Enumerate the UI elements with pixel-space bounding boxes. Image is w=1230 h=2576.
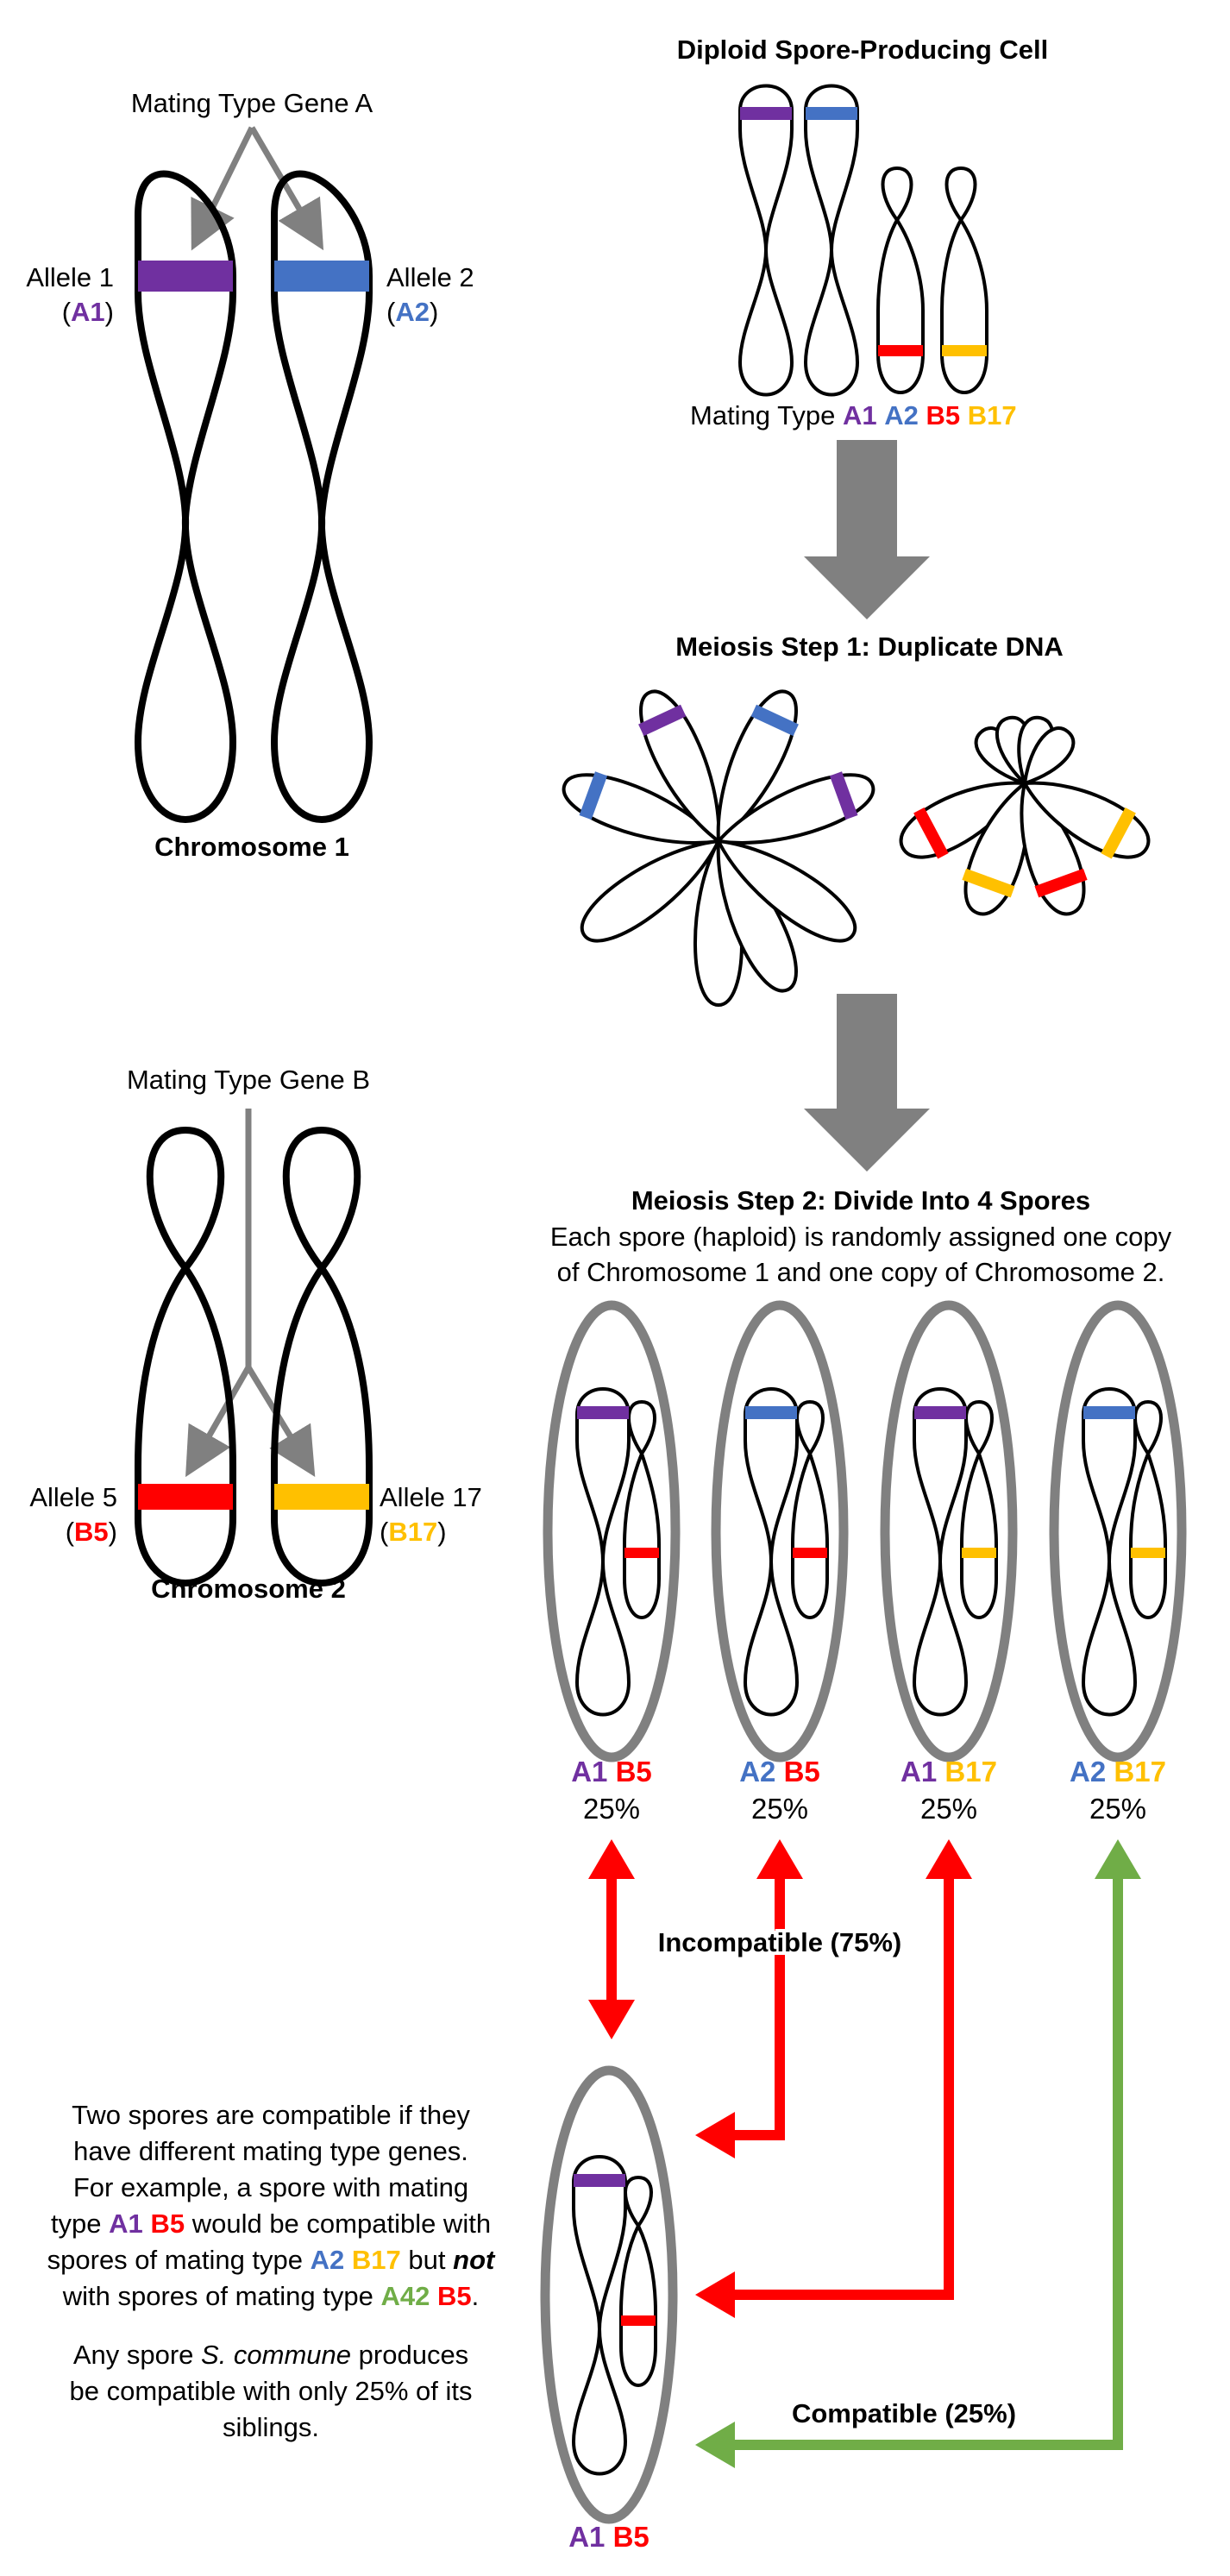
explanation-line-7: Any spore S. commune produces (73, 2340, 468, 2370)
spore-type-label: A1 B5 (571, 1756, 652, 1787)
diploid-cell-group: Diploid Spore-Producing Cell Mating Type… (677, 35, 1049, 430)
spore-4: A2 B17 25% (1049, 1300, 1187, 1825)
step-2-title: Meiosis Step 2: Divide Into 4 Spores (631, 1185, 1090, 1216)
allele-5-band (138, 1484, 233, 1510)
meiosis-step-2-group: Meiosis Step 2: Divide Into 4 Spores Eac… (550, 1185, 1172, 1287)
compatibility-arrows: Incompatible (75%) Compatible (25%) (588, 1839, 1141, 2468)
spore-3: A1 B17 25% (880, 1300, 1018, 1825)
chromosome-1-group: Mating Type Gene A Allele 1 (A1) Allele … (26, 88, 474, 862)
step-1-title: Meiosis Step 1: Duplicate DNA (675, 631, 1064, 662)
allele-1-band (138, 261, 233, 292)
explanation-line-6: with spores of mating type A42 B5. (62, 2281, 480, 2311)
allele-1-label: Allele 1 (26, 262, 114, 292)
step-2-line-1: Each spore (haploid) is randomly assigne… (550, 1222, 1172, 1252)
chromosome-2-right (271, 1127, 373, 1586)
spore-percent: 25% (583, 1793, 640, 1825)
spore-type-label: A2 B17 (1070, 1756, 1166, 1787)
big-arrow-1 (804, 440, 930, 619)
diploid-chrom-1a (737, 84, 794, 397)
explanation-line-3: For example, a spore with mating (73, 2172, 468, 2202)
meiosis-step-1-group: Meiosis Step 1: Duplicate DNA (562, 631, 1151, 1008)
explanation-line-1: Two spores are compatible if they (72, 2100, 470, 2130)
allele-5-label: Allele 5 (29, 1482, 117, 1512)
allele-17-code: (B17) (380, 1517, 447, 1547)
allele-17-band (274, 1484, 369, 1510)
duplicated-chromosome-1 (562, 689, 875, 1008)
gene-a-arrows (191, 126, 324, 251)
diploid-mating-type: Mating Type A1 A2 B5 B17 (690, 400, 1017, 430)
explanation-line-5: spores of mating type A2 B17 but not (47, 2245, 496, 2275)
spore-percent: 25% (1089, 1793, 1146, 1825)
diploid-chrom-2b (940, 166, 988, 394)
spore-type-label: A2 B5 (739, 1756, 820, 1787)
allele-2-band (274, 261, 369, 292)
step-2-line-2: of Chromosome 1 and one copy of Chromoso… (557, 1257, 1165, 1287)
allele-2-label: Allele 2 (386, 262, 474, 292)
gene-a-label: Mating Type Gene A (131, 88, 373, 118)
explanation-line-4: type A1 B5 would be compatible with (51, 2208, 491, 2239)
diploid-chrom-2a (876, 166, 925, 394)
gene-b-arrows (185, 1109, 316, 1478)
spore-type-label: A1 B17 (901, 1756, 997, 1787)
spores-group: A1 B5 25% A2 B5 25% A1 B17 25% A2 B17 25% (543, 1300, 1187, 1825)
allele-2-code: (A2) (386, 297, 438, 327)
allele-5-code: (B5) (66, 1517, 117, 1547)
diploid-chrom-1b (803, 84, 860, 397)
chromosome-2-label: Chromosome 2 (151, 1574, 346, 1604)
gene-b-label: Mating Type Gene B (127, 1065, 370, 1095)
compatible-label: Compatible (25%) (792, 2398, 1016, 2428)
explanation-line-9: siblings. (223, 2412, 319, 2442)
spore-percent: 25% (751, 1793, 808, 1825)
explanation-line-8: be compatible with only 25% of its (70, 2376, 473, 2406)
incompatible-label: Incompatible (75%) (658, 1927, 902, 1957)
big-arrow-2 (804, 994, 930, 1172)
chromosome-2-group: Mating Type Gene B Allele 5 (B5) Allele … (29, 1065, 482, 1604)
explanation-line-2: have different mating type genes. (73, 2136, 468, 2166)
allele-1-code: (A1) (62, 297, 114, 327)
spore-1: A1 B5 25% (543, 1300, 681, 1825)
spore-2: A2 B5 25% (711, 1300, 849, 1825)
chromosome-2-left (135, 1127, 236, 1586)
spore-percent: 25% (920, 1793, 977, 1825)
diploid-title: Diploid Spore-Producing Cell (677, 35, 1049, 65)
bottom-spore-type: A1 B5 (568, 2521, 650, 2553)
explanation-text: Two spores are compatible if they have d… (47, 2100, 496, 2442)
allele-17-label: Allele 17 (380, 1482, 482, 1512)
chromosome-1-label: Chromosome 1 (154, 832, 349, 862)
bottom-spore: A1 B5 (540, 2065, 678, 2553)
duplicated-chromosome-2 (899, 715, 1151, 916)
